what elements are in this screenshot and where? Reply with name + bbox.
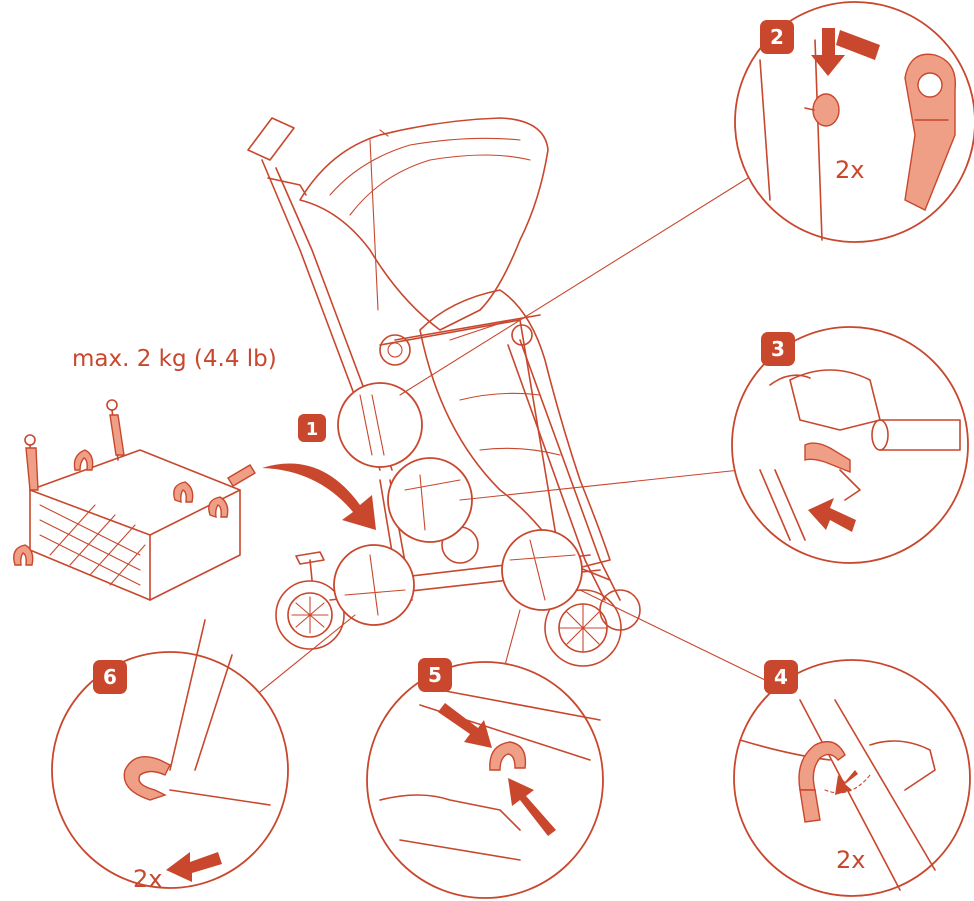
step-2-badge [760, 20, 794, 54]
weight-limit-label: max. 2 kg (4.4 lb) [72, 346, 277, 372]
leader-lines [249, 177, 766, 701]
snap-button-icon [812, 93, 840, 127]
step-4-badge [764, 660, 798, 694]
step-2-number: 2 [770, 25, 784, 49]
step-2: 2 2x [734, 1, 974, 243]
down-arrow-icon [811, 28, 845, 76]
step-2-multiplier: 2x [835, 156, 864, 184]
step-3-badge [761, 332, 795, 366]
step-6-multiplier: 2x [133, 865, 162, 893]
step-1: 1 [262, 414, 376, 530]
step-6-number: 6 [103, 665, 117, 689]
step-5-badge [418, 658, 452, 692]
step-3: 3 [731, 326, 969, 564]
step-6: 6 2x [51, 619, 289, 893]
step-5-detail-circle [366, 661, 604, 899]
velcro-clip-icon [489, 741, 527, 771]
left-arrow-icon [166, 852, 222, 882]
step-5: 5 [366, 658, 604, 899]
step-4-number: 4 [774, 665, 788, 689]
step-1-badge [298, 414, 326, 442]
curved-arrow-icon [262, 463, 376, 530]
step-6-badge [93, 660, 127, 694]
velcro-strap-icon [798, 741, 846, 791]
step-3-number: 3 [771, 337, 785, 361]
step-5-number: 5 [428, 663, 442, 687]
velcro-clip-icon [123, 756, 171, 801]
step-1-number: 1 [306, 419, 319, 440]
step-4: 4 2x [733, 659, 971, 897]
basket-illustration [13, 399, 256, 601]
strap-loop-icon [904, 53, 957, 211]
step-4-multiplier: 2x [836, 846, 865, 874]
stroller-illustration [247, 117, 641, 667]
left-arrow-icon [808, 498, 856, 532]
diagonal-arrow-icon [438, 703, 492, 748]
